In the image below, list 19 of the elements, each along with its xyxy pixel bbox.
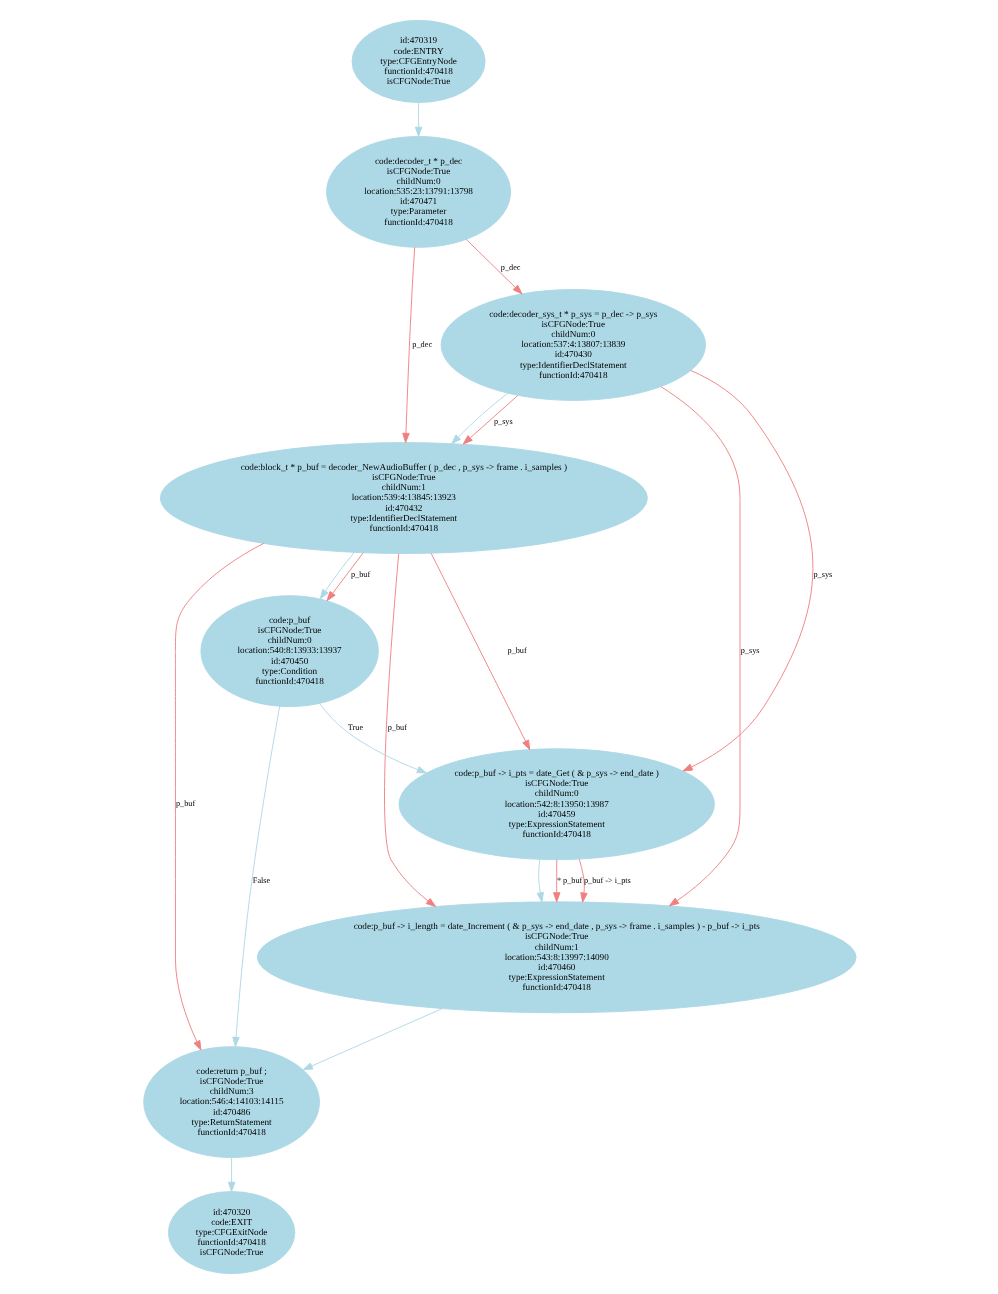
arrow (659, 386, 740, 907)
arrow (429, 552, 530, 751)
arrow (318, 552, 354, 600)
arrow (552, 859, 560, 903)
arrow (318, 702, 426, 774)
arrow (325, 552, 363, 602)
arrow (535, 858, 543, 903)
arrow (450, 392, 508, 445)
arrow (301, 1008, 442, 1071)
arrow (464, 238, 522, 295)
arrow (681, 370, 813, 772)
arrow (173, 542, 264, 1051)
arrow (577, 858, 587, 903)
arrow (226, 1157, 235, 1192)
arrow (461, 394, 518, 445)
arrow (231, 705, 280, 1047)
arrow (401, 246, 415, 443)
arrow (413, 102, 422, 137)
arrow (383, 553, 436, 907)
